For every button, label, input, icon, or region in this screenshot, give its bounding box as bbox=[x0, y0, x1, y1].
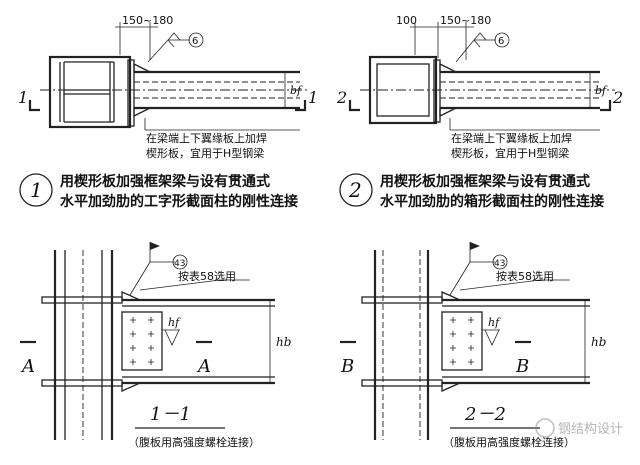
section-2-bolts bbox=[450, 317, 474, 365]
detail-2-weld-circle bbox=[494, 32, 510, 48]
detail-1-weld-mark: 6 bbox=[192, 36, 198, 47]
section-2-cut-left: B bbox=[340, 356, 354, 377]
detail-2-circle-num: 2 bbox=[348, 178, 362, 202]
detail-2-caption-line1: 用楔形板加强框架梁与设有贯通式 bbox=[380, 173, 590, 190]
watermark-text: 钢结构设计 bbox=[558, 422, 623, 437]
section-2-table-note: 按表58选用 bbox=[496, 269, 554, 283]
detail-1-dimension: 150~180 bbox=[122, 14, 173, 27]
section-1-bolts bbox=[130, 317, 154, 365]
section-1-cut-right: A bbox=[196, 356, 211, 377]
detail-1-section-left: 1 bbox=[18, 88, 28, 107]
section-1-table-note: 按表58选用 bbox=[178, 269, 236, 283]
section-1-elevation: hf hb 43 按表58选用 A A 1－1 （腹板用高强度螺栓连接） bbox=[20, 242, 291, 449]
detail-1-weld-circle bbox=[188, 32, 204, 48]
section-1-cut-left: A bbox=[20, 356, 35, 377]
detail-2-note-line1: 在梁端上下翼缘板上加焊 bbox=[451, 131, 572, 145]
section-2-title: 2－2 bbox=[464, 404, 506, 425]
detail-1-note-line2: 楔形板，宜用于H型钢梁 bbox=[146, 146, 264, 160]
section-1-hf: hf bbox=[168, 316, 181, 329]
detail-2-dim-b: 150~180 bbox=[440, 14, 491, 27]
section-1-weld-mark: 43 bbox=[174, 259, 185, 269]
detail-1-caption-line2: 水平加劲肋的工字形截面柱的刚性连接 bbox=[60, 193, 298, 210]
section-1-title: 1－1 bbox=[150, 404, 191, 425]
detail-1-bf-label: bf bbox=[290, 84, 303, 97]
watermark-logo-icon bbox=[535, 418, 555, 438]
watermark: 钢结构设计 bbox=[535, 418, 623, 438]
section-2-subtitle: （腹板用高强度螺栓连接） bbox=[443, 435, 575, 449]
section-1-subtitle: （腹板用高强度螺栓连接） bbox=[128, 435, 260, 449]
detail-1-note-line1: 在梁端上下翼缘板上加焊 bbox=[146, 131, 267, 145]
detail-1-circle-num: 1 bbox=[30, 178, 43, 202]
section-2-weld-mark: 43 bbox=[494, 259, 505, 269]
detail-1-caption-line1: 用楔形板加强框架梁与设有贯通式 bbox=[60, 173, 270, 190]
detail-2-dim-a: 100 bbox=[396, 14, 417, 27]
detail-2-plan: 100 150~180 bf 6 2 2 在梁端上下翼缘板上加焊 楔形板，宜用于… bbox=[336, 14, 623, 160]
detail-1-plan: 150~180 bf 6 1 1 在梁端上下翼缘板上加焊 楔形板，宜用于H型钢梁 bbox=[18, 14, 318, 160]
section-2-cut-right: B bbox=[515, 356, 529, 377]
section-2-hb: hb bbox=[591, 335, 606, 349]
detail-2-caption-line2: 水平加劲肋的箱形截面柱的刚性连接 bbox=[380, 193, 604, 210]
detail-2-note-line2: 楔形板，宜用于H型钢梁 bbox=[451, 146, 569, 160]
detail-2-section-left: 2 bbox=[336, 88, 347, 107]
detail-1-caption: 1 用楔形板加强框架梁与设有贯通式 水平加劲肋的工字形截面柱的刚性连接 bbox=[19, 173, 298, 210]
detail-2-bf-label: bf bbox=[595, 84, 608, 97]
detail-2-caption: 2 用楔形板加强框架梁与设有贯通式 水平加劲肋的箱形截面柱的刚性连接 bbox=[339, 173, 604, 210]
detail-2-section-right: 2 bbox=[612, 88, 623, 107]
section-2-hf: hf bbox=[488, 316, 501, 329]
detail-1-section-right: 1 bbox=[308, 88, 318, 107]
detail-2-weld-mark: 6 bbox=[498, 36, 504, 47]
section-2-elevation: hf hb 43 按表58选用 B B 2－2 （腹板用高强度螺栓连接） bbox=[340, 242, 606, 449]
section-1-hb: hb bbox=[276, 335, 291, 349]
